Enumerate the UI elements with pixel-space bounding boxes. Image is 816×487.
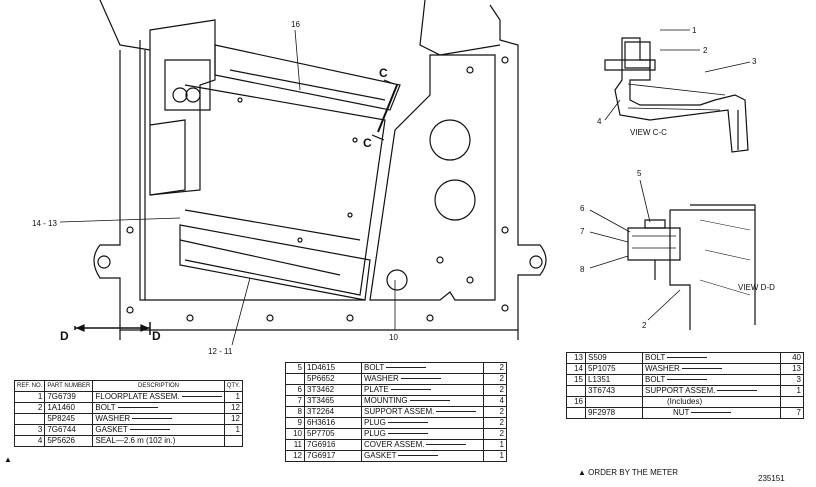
view-cc-callout-1: 1 <box>692 26 697 35</box>
section-d-label-right: D <box>152 329 161 343</box>
parts-table-1: REF. NO. PART NUMBER DESCRIPTION QTY. 1 … <box>13 380 243 447</box>
header-ref: REF. NO. <box>13 380 46 392</box>
callout-12-11: 12 - 11 <box>208 347 233 356</box>
section-c-label-top: C <box>379 66 388 80</box>
table-row: 16(Includes) <box>566 396 804 408</box>
table-row: 1 7G6739 FLOORPLATE ASSEM. 1 <box>13 391 243 403</box>
order-by-meter-mark: ▲ <box>4 455 12 464</box>
callout-14-13: 14 - 13 <box>32 219 57 228</box>
table-row: 2 1A1460 BOLT 12 <box>13 402 243 414</box>
view-cc-callout-3: 3 <box>752 57 757 66</box>
view-dd-callout-2: 2 <box>642 321 647 330</box>
order-by-meter-note: ▲ ORDER BY THE METER <box>578 468 679 477</box>
view-dd-title: VIEW D-D <box>738 283 775 292</box>
header-qty: QTY. <box>223 380 243 392</box>
table-row: 4 5P5626 SEAL—2.6 m (102 in.) <box>13 435 243 447</box>
table-header-row: REF. NO. PART NUMBER DESCRIPTION QTY. <box>13 380 243 392</box>
table-row: 3 7G6744 GASKET 1 <box>13 424 243 436</box>
view-dd-callout-7: 7 <box>580 227 585 236</box>
view-dd-callout-5: 5 <box>637 169 642 178</box>
drawing-number: 235151 <box>758 474 785 483</box>
table-row: 5P8245 WASHER 12 <box>13 413 243 425</box>
view-cc-title: VIEW C-C <box>630 128 667 137</box>
view-cc-callout-4: 4 <box>597 117 602 126</box>
view-cc-callout-2: 2 <box>703 46 708 55</box>
header-desc: DESCRIPTION <box>92 380 225 392</box>
callout-16: 16 <box>291 20 300 29</box>
section-c-label-bottom: C <box>363 136 372 150</box>
header-part: PART NUMBER <box>44 380 94 392</box>
view-dd-callout-8: 8 <box>580 265 585 274</box>
view-dd-callout-6: 6 <box>580 204 585 213</box>
section-d-label-left: D <box>60 329 69 343</box>
callout-10: 10 <box>389 333 398 342</box>
